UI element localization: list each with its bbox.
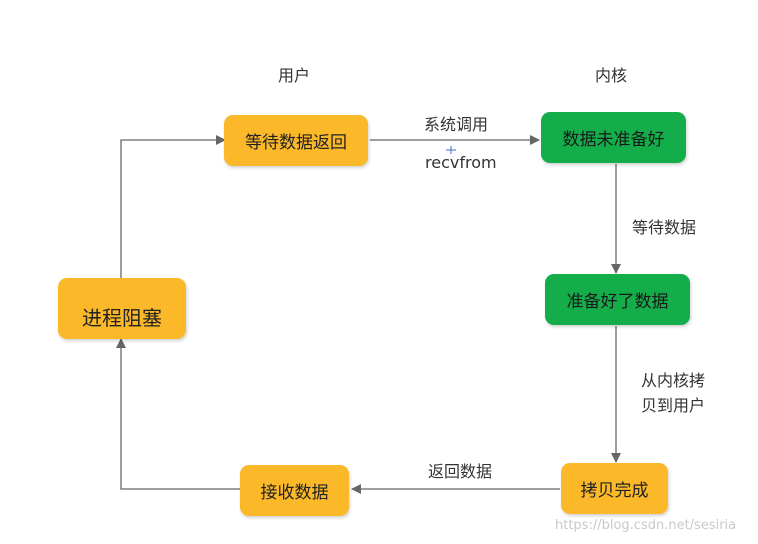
edge-label-copy-line2: 贝到用户	[641, 396, 706, 415]
node-data-ready: 准备好了数据	[545, 274, 690, 325]
watermark: https://blog.csdn.net/sesiria	[555, 518, 737, 533]
edge-label-syscall: 系统调用	[424, 115, 489, 134]
node-wait-return: 等待数据返回	[224, 115, 368, 166]
arrow-receive-to-blocked	[116, 338, 240, 490]
lane-kernel-label: 内核	[595, 66, 628, 85]
node-copy-done: 拷贝完成	[561, 463, 668, 514]
arrow-blocked-to-wait	[120, 135, 226, 279]
edge-label-waiting: 等待数据	[632, 218, 697, 237]
node-data-not-ready: 数据未准备好	[541, 112, 686, 163]
cursor-mark	[446, 146, 456, 154]
edge-label-recvfrom: recvfrom	[425, 153, 497, 172]
lane-user-label: 用户	[278, 66, 311, 85]
edge-label-copy-line1: 从内核拷	[641, 371, 706, 390]
node-receive-data: 接收数据	[240, 465, 349, 516]
edge-label-return-data: 返回数据	[428, 462, 493, 481]
node-process-blocked: 进程阻塞	[58, 278, 186, 339]
